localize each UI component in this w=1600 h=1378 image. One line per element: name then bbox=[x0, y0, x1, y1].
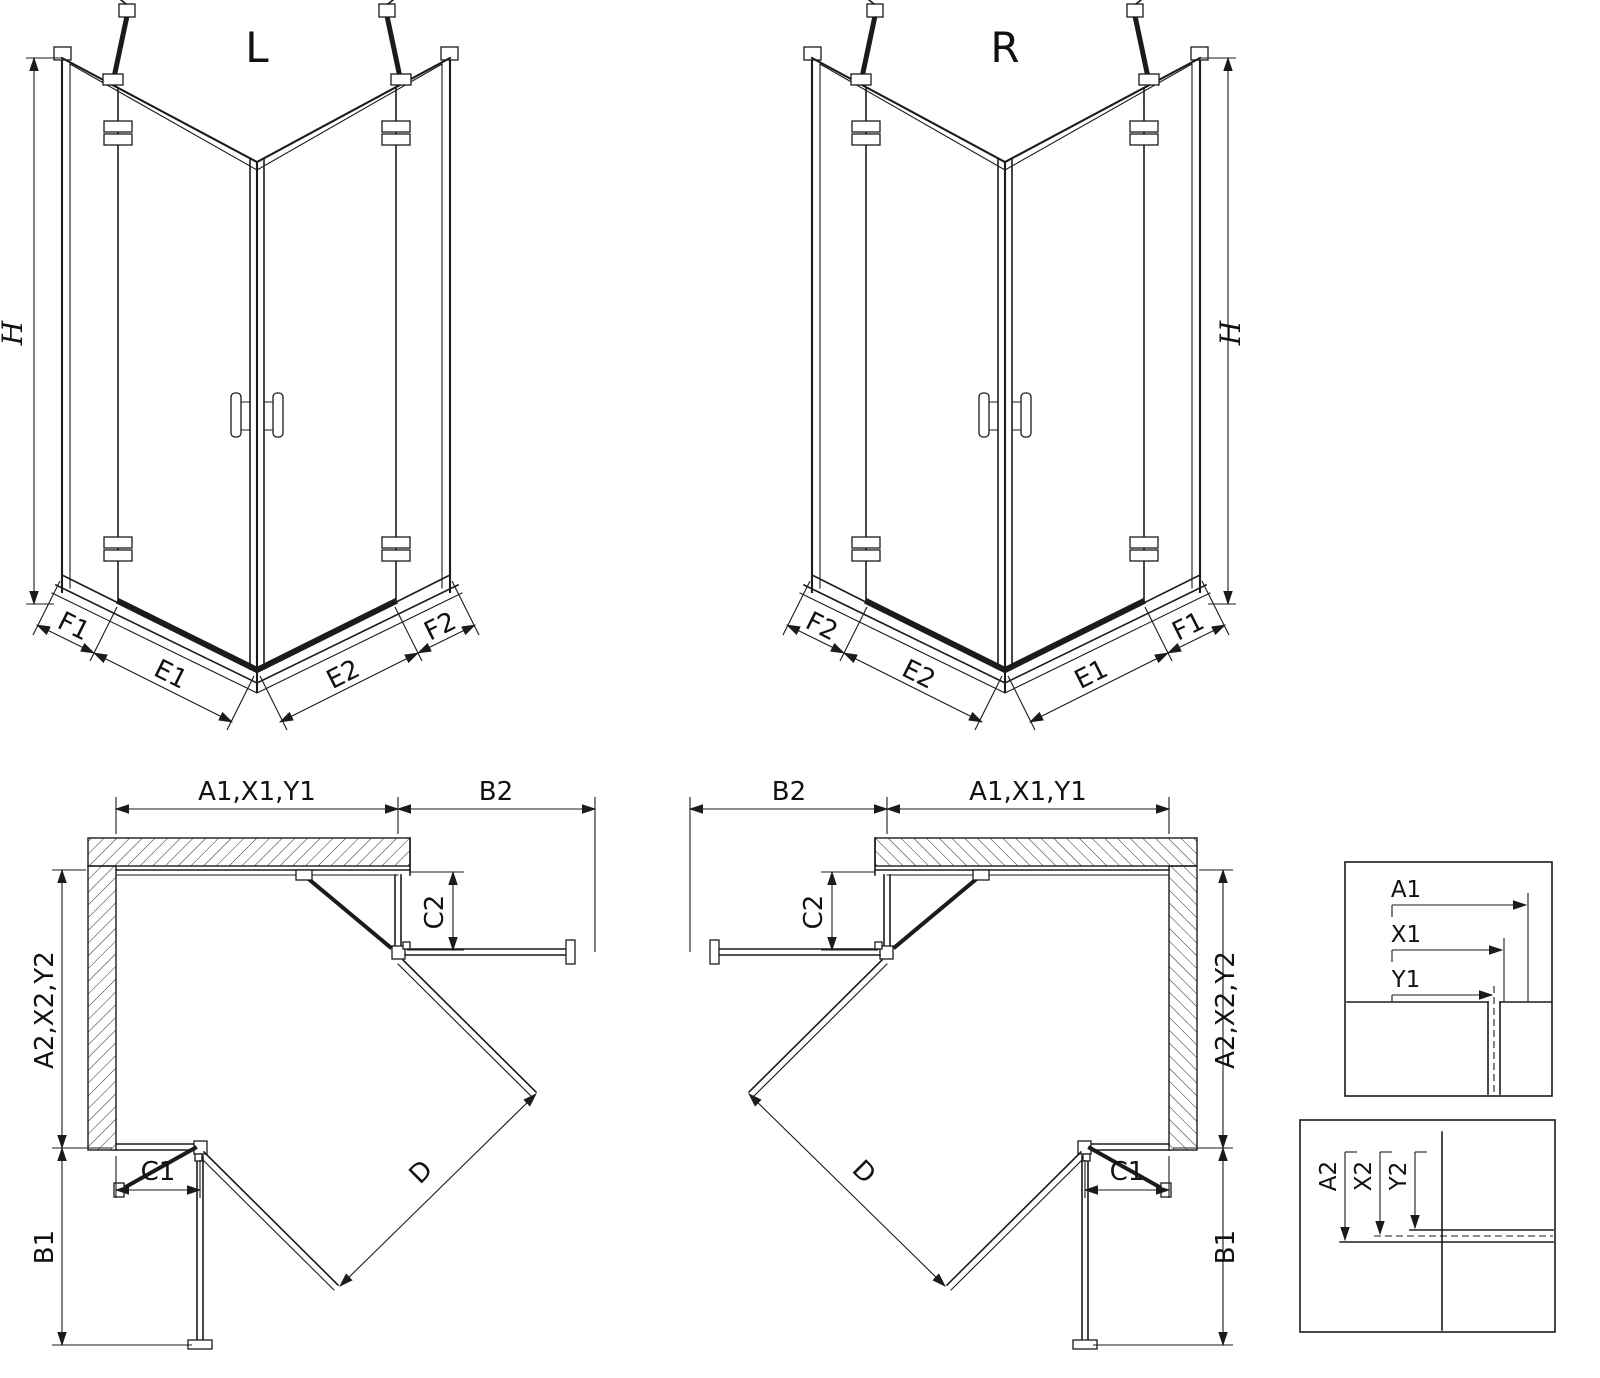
dim-label-e1-left: E1 bbox=[149, 654, 192, 696]
dim-label-f2-right: F2 bbox=[801, 606, 843, 647]
dim-label-e2-left: E2 bbox=[322, 654, 365, 696]
dim-label-c2-plan-left: C2 bbox=[420, 895, 450, 930]
dim-label-d-plan-right: D bbox=[846, 1155, 881, 1190]
dim-label-a1-detail: A1 bbox=[1391, 877, 1421, 903]
detail-box-top: A1 X1 Y1 bbox=[1344, 861, 1553, 1097]
dim-label-a2-detail: A2 bbox=[1316, 1161, 1342, 1191]
view-title-right: R bbox=[990, 23, 1019, 72]
plan-view-left: A1,X1,Y1 B2 C2 A2,X2,Y2 C1 B1 D bbox=[30, 777, 513, 1264]
perspective-enclosure-art bbox=[26, 0, 480, 731]
dim-label-y1-detail: Y1 bbox=[1391, 967, 1421, 993]
dim-label-b2-plan-left: B2 bbox=[479, 777, 513, 807]
dim-label-d-plan-left: D bbox=[404, 1155, 439, 1190]
dim-label-f1-right: F1 bbox=[1168, 606, 1210, 647]
dim-label-x2-detail: X2 bbox=[1351, 1161, 1377, 1191]
dim-label-f1-left: F1 bbox=[53, 606, 95, 647]
dim-label-a2-plan-right: A2,X2,Y2 bbox=[1211, 951, 1241, 1069]
dim-label-e1-right: E1 bbox=[1070, 654, 1113, 696]
view-title-left: L bbox=[245, 23, 269, 72]
dim-label-a2-plan-left: A2,X2,Y2 bbox=[30, 951, 60, 1069]
dim-label-b1-plan-left: B1 bbox=[30, 1230, 60, 1264]
door-handle-icon bbox=[230, 392, 284, 438]
dim-label-y2-detail: Y2 bbox=[1386, 1162, 1412, 1192]
dim-label-e2-right: E2 bbox=[897, 654, 940, 696]
dim-label-c1-plan-right: C1 bbox=[1110, 1157, 1145, 1187]
wall-top bbox=[87, 837, 411, 867]
dim-label-a1-plan-right: A1,X1,Y1 bbox=[969, 777, 1087, 807]
dim-label-b1-plan-right: B1 bbox=[1211, 1230, 1241, 1264]
wall-side bbox=[87, 865, 117, 1151]
plan-enclosure-art bbox=[52, 797, 597, 1350]
dim-label-b2-plan-right: B2 bbox=[772, 777, 806, 807]
hinge-icon bbox=[103, 120, 411, 562]
perspective-view-right: R H F2 E2 E1 F1 bbox=[783, 0, 1247, 730]
support-brace-icon bbox=[102, 0, 412, 86]
dim-label-c1-plan-left: C1 bbox=[141, 1157, 176, 1187]
detail-box-bottom: A2 X2 Y2 bbox=[1299, 1119, 1556, 1333]
dim-label-h-left: H bbox=[0, 320, 29, 346]
dim-label-a1-plan-left: A1,X1,Y1 bbox=[198, 777, 316, 807]
dim-label-h-right: H bbox=[1214, 320, 1247, 346]
dim-label-x1-detail: X1 bbox=[1391, 922, 1421, 948]
dim-label-f2-left: F2 bbox=[420, 606, 462, 647]
plan-view-right: B2 A1,X1,Y1 C2 A2,X2,Y2 C1 B1 D bbox=[690, 777, 1241, 1349]
dim-label-c2-plan-right: C2 bbox=[799, 895, 829, 930]
